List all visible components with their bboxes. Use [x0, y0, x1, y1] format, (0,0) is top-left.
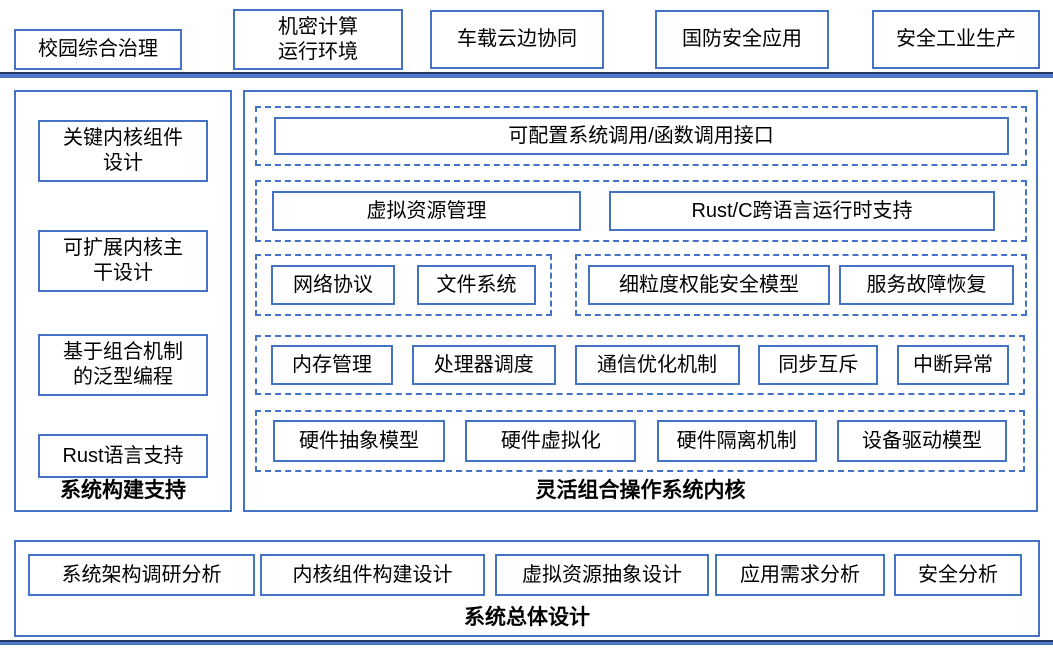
box-memory-mgmt: 内存管理: [271, 345, 393, 385]
bottom-panel-title: 系统总体设计: [464, 606, 590, 629]
system-build-support-panel: 关键内核组件 设计 可扩展内核主 干设计 基于组合机制 的泛型编程 Rust语言…: [14, 90, 232, 512]
kernel-panel: 可配置系统调用/函数调用接口 虚拟资源管理 Rust/C跨语言运行时支持 网络协…: [243, 90, 1038, 512]
box-sync-mutex: 同步互斥: [758, 345, 879, 385]
box-rust-language-support: Rust语言支持: [38, 434, 208, 478]
box-hw-abstraction-model: 硬件抽象模型: [273, 420, 445, 462]
box-comm-optimization: 通信优化机制: [574, 345, 740, 385]
box-composition-generic-programming: 基于组合机制 的泛型编程: [38, 334, 208, 396]
kernel-row-runtime: 虚拟资源管理 Rust/C跨语言运行时支持: [255, 180, 1027, 242]
box-arch-research-analysis: 系统架构调研分析: [28, 554, 255, 596]
app-box-industrial-safety: 安全工业生产: [872, 10, 1040, 69]
app-box-defense-security: 国防安全应用: [655, 10, 829, 69]
box-device-driver-model: 设备驱动模型: [836, 420, 1007, 462]
overall-design-panel: 系统架构调研分析 内核组件构建设计 虚拟资源抽象设计 应用需求分析 安全分析 系…: [14, 540, 1040, 637]
box-app-requirement-analysis: 应用需求分析: [715, 554, 885, 596]
kernel-row-services-right: 细粒度权能安全模型 服务故障恢复: [575, 254, 1027, 316]
box-virtual-resource-mgmt: 虚拟资源管理: [272, 191, 581, 231]
box-capability-security-model: 细粒度权能安全模型: [588, 265, 830, 305]
app-box-confidential-computing: 机密计算 运行环境: [233, 9, 403, 70]
box-hw-virtualization: 硬件虚拟化: [465, 420, 637, 462]
app-box-campus-governance: 校园综合治理: [14, 29, 182, 70]
kernel-row-services-left: 网络协议 文件系统: [255, 254, 552, 316]
box-extensible-kernel-trunk: 可扩展内核主 干设计: [38, 230, 208, 292]
box-file-system: 文件系统: [417, 265, 536, 305]
kernel-row-syscall: 可配置系统调用/函数调用接口: [255, 106, 1027, 166]
box-syscall-interface: 可配置系统调用/函数调用接口: [273, 117, 1009, 155]
box-rust-c-runtime: Rust/C跨语言运行时支持: [609, 191, 995, 231]
left-panel-title: 系统构建支持: [60, 479, 186, 502]
box-service-fault-recovery: 服务故障恢复: [839, 265, 1014, 305]
top-divider: [0, 72, 1053, 78]
box-hw-isolation: 硬件隔离机制: [656, 420, 817, 462]
kernel-row-hardware: 硬件抽象模型 硬件虚拟化 硬件隔离机制 设备驱动模型: [255, 410, 1025, 472]
box-key-kernel-components: 关键内核组件 设计: [38, 120, 208, 182]
box-kernel-component-design: 内核组件构建设计: [260, 554, 485, 596]
kernel-row-core: 内存管理 处理器调度 通信优化机制 同步互斥 中断异常: [255, 335, 1025, 395]
box-security-analysis: 安全分析: [894, 554, 1022, 596]
box-interrupt-exception: 中断异常: [897, 345, 1009, 385]
box-cpu-scheduling: 处理器调度: [411, 345, 556, 385]
box-network-protocol: 网络协议: [271, 265, 395, 305]
kernel-panel-title: 灵活组合操作系统内核: [535, 479, 746, 502]
bottom-divider: [0, 640, 1053, 645]
app-box-vehicle-cloud-edge: 车载云边协同: [430, 10, 604, 69]
box-virtual-resource-abstraction: 虚拟资源抽象设计: [495, 554, 709, 596]
